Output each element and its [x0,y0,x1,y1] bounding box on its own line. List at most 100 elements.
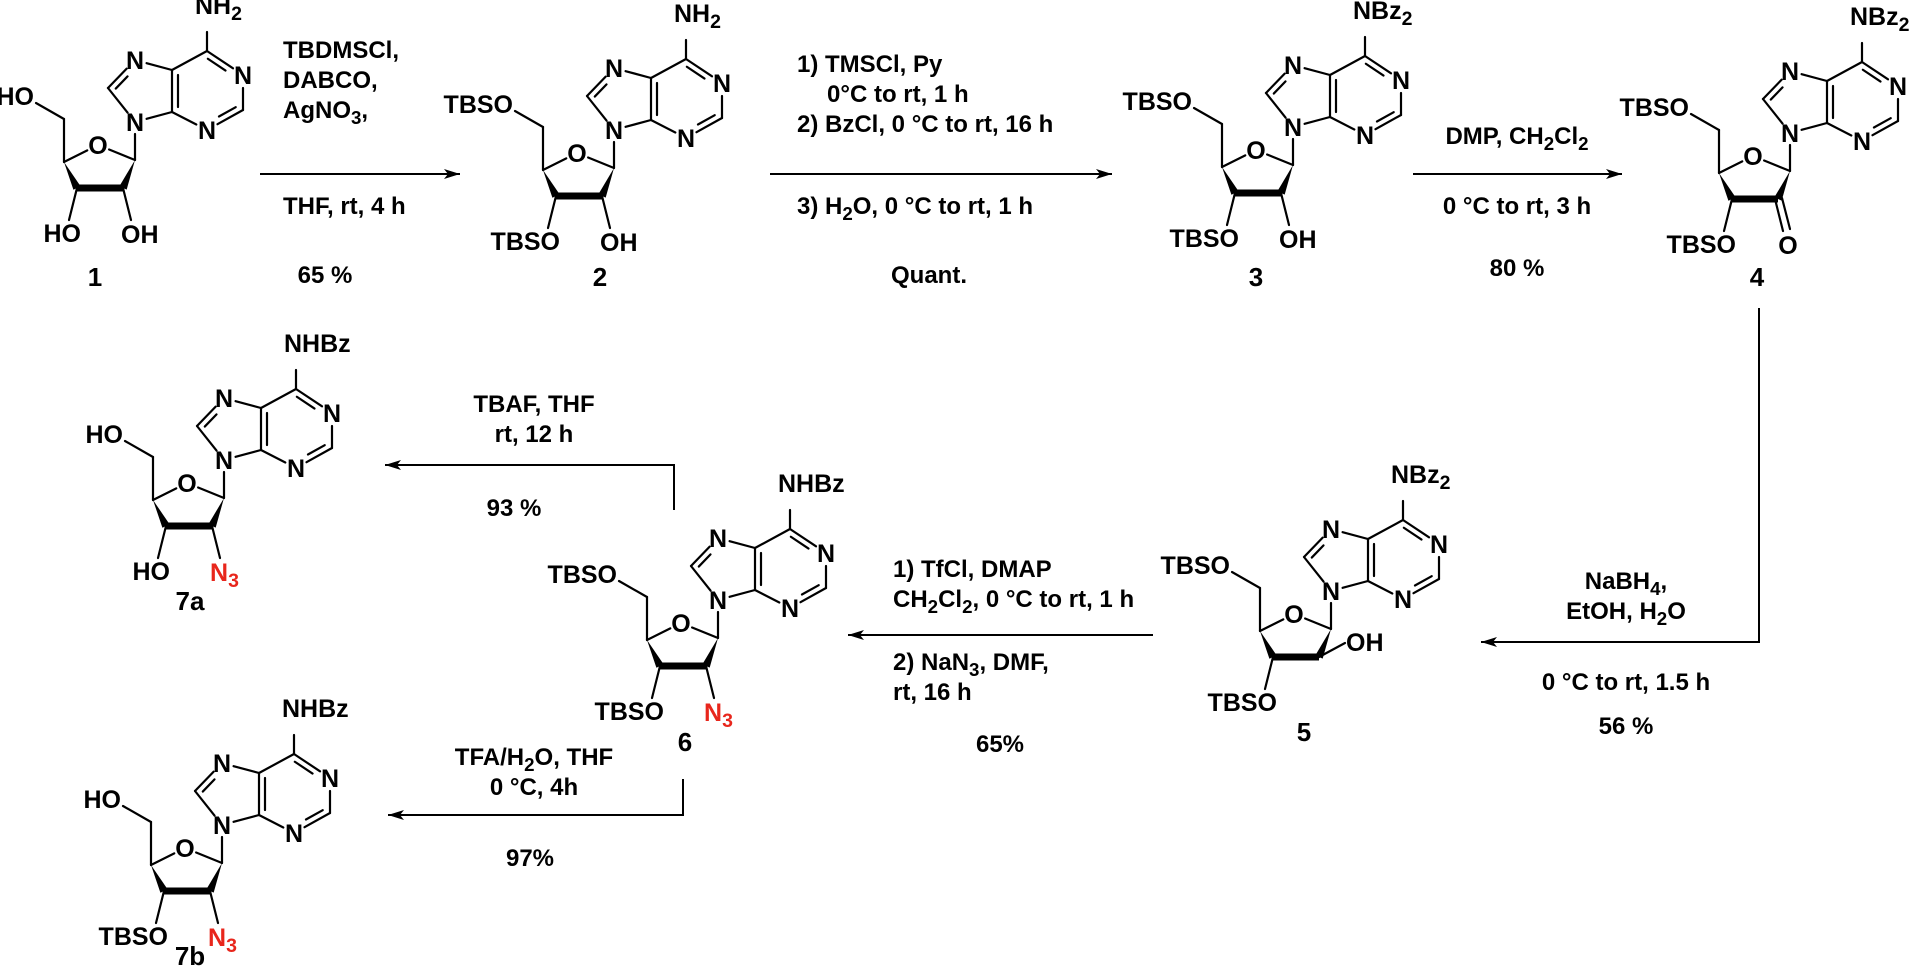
reaction-arrow-r5-head [848,630,864,640]
bond [1825,60,1864,83]
n6-substituent: NBz2 [1391,461,1451,494]
yield-text: 93 % [487,495,542,522]
bond [1225,191,1237,227]
atom-n9: N [1322,578,1340,606]
o5-substituent: HO [86,421,124,449]
bond [704,664,716,700]
double-bond [800,584,820,596]
bond [294,387,324,408]
condition-line: THF, rt, 4 h [283,193,406,220]
yield-text: Quant. [891,262,967,289]
bond [689,564,712,592]
atom-n7: N [126,47,144,75]
reaction-arrow-r4 [1481,308,1760,643]
o3-substituent: TBSO [491,228,560,256]
compound-number-2: 2 [593,262,607,292]
wedge-bond [208,498,224,528]
bond [67,186,79,222]
yield-text: 65% [976,731,1024,758]
atom-n9: N [1781,120,1799,148]
double-bond [1310,544,1325,559]
bond [788,527,818,548]
atom-n9: N [215,447,233,475]
wedge-bond [1719,173,1736,201]
reagent-line: TBDMSCl, [283,37,399,64]
bond [649,118,677,134]
bond [1258,618,1285,633]
double-bond [1375,111,1395,123]
bond [34,101,66,121]
bond [1341,531,1370,541]
bond [1279,191,1291,227]
bond [208,889,220,925]
bond [195,405,217,428]
double-bond [1413,575,1433,587]
bond [1220,154,1247,169]
bond [1374,113,1403,131]
compound-number-6: 6 [678,727,692,757]
condition-line: rt, 16 h [893,679,972,706]
n6-substituent: NBz2 [1850,3,1910,36]
bond [216,108,245,126]
bond [1401,518,1431,539]
bond [1871,119,1900,137]
wedge-bond [119,160,135,190]
yield-text: 56 % [1599,713,1654,740]
bond [1230,570,1262,590]
bond [234,400,263,410]
wedge-bond [151,865,168,893]
bond [1800,121,1829,131]
bond [106,67,128,90]
wedge-bond [1315,629,1331,659]
yield-text: 80 % [1490,255,1545,282]
bond [1717,160,1744,175]
atom-o4: O [88,132,107,160]
condition-line: 0 °C to rt, 1.5 h [1542,669,1710,696]
bond [1722,197,1734,233]
atom-n7: N [1322,516,1340,544]
bond [149,852,176,867]
reagent-line: DABCO, [283,67,378,94]
bond [1192,106,1224,126]
bond [1341,579,1370,589]
reaction-arrow-r7 [388,779,684,816]
reagent-line: 2) BzCl, 0 °C to rt, 16 h [797,111,1053,138]
double-bond [1872,117,1892,129]
bond [1328,115,1356,131]
atom-n3: N [198,117,216,145]
atom-o4: O [1284,601,1303,629]
double-bond [593,83,608,98]
o3-substituent: TBSO [1667,231,1736,259]
bond [1761,78,1783,101]
c2-substituent: N3 [704,699,733,732]
reagent-line: 1) TfCl, DMAP [893,556,1052,583]
c2-substituent: OH [600,229,638,257]
bond [649,57,688,80]
wedge-bond [1222,167,1239,195]
c2-substituent: OH [1279,226,1317,254]
n6-substituent: NH2 [195,0,242,25]
bond [753,588,781,604]
double-bond [1272,80,1287,95]
reagent-line: TFA/H2O, THF [455,744,613,775]
bond [799,586,828,604]
bond [1302,555,1325,583]
bond [728,540,757,550]
bond [257,813,285,829]
atom-o4: O [567,140,586,168]
bond [108,148,137,162]
double-bond [206,57,227,72]
bond [624,70,653,80]
o5-substituent: HO [84,786,122,814]
bond [1303,67,1332,77]
bond [305,446,334,464]
conditions-r1: TBDMSCl,DABCO,AgNO3,THF, rt, 4 h65 % [283,37,406,289]
reagent-line: 1) TMSCl, Py [797,51,943,78]
bond [1264,72,1286,95]
bond [1763,159,1792,173]
